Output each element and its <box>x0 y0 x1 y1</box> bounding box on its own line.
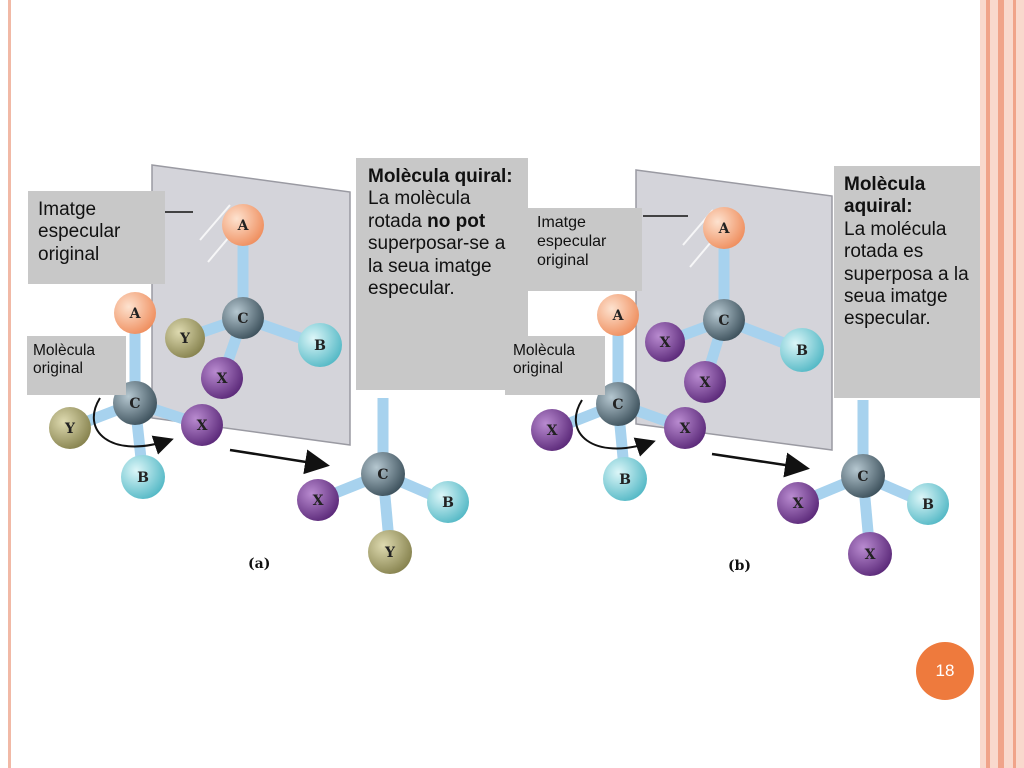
atom-label-b: B <box>922 497 934 513</box>
atom-label-c: C <box>612 397 623 413</box>
mirror-molecule-a <box>165 204 342 399</box>
left-border-line <box>8 0 11 768</box>
atom-label-y: Y <box>179 331 191 347</box>
atom-letters: A Y C B X A C Y X B C X B Y A X C B X A … <box>64 218 934 563</box>
achiral-title: Molècula aquiral: <box>844 174 926 218</box>
mirror-molecule-b <box>645 207 824 403</box>
atom-label-c: C <box>129 396 140 412</box>
atom-label-b: B <box>796 343 808 359</box>
atom-label-a: A <box>129 306 142 322</box>
atom-label-y: Y <box>64 421 76 437</box>
atom-label-x: X <box>660 335 671 351</box>
right-border-stripe <box>986 0 990 768</box>
atom-label-x: X <box>217 371 228 387</box>
chiral-text-2: superposar-se a la seua imatge especular… <box>368 233 506 300</box>
atom-label-x: X <box>700 375 711 391</box>
atom-label-x: X <box>547 423 558 439</box>
panel-a-label: (a) <box>248 556 270 572</box>
atom-label-y: Y <box>384 545 396 561</box>
mirror-image-label-a: Imatge especular original <box>28 191 165 284</box>
original-molecule-label-b: Molècula original <box>505 336 605 395</box>
chiral-title: Molècula quiral: <box>368 166 513 187</box>
atom-label-b: B <box>619 472 631 488</box>
atom-label-c: C <box>237 311 248 327</box>
atom-label-a: A <box>612 308 625 324</box>
panel-b: (b) <box>531 169 949 576</box>
original-molecule-a <box>49 292 223 499</box>
atom-label-a: A <box>718 221 731 237</box>
atom-label-x: X <box>793 496 804 512</box>
original-molecule-b <box>531 294 706 501</box>
chiral-molecule-note: Molècula quiral: La molècula rotada no p… <box>356 158 528 390</box>
chiral-text-1: La molècula rotada <box>368 188 471 232</box>
panel-b-label: (b) <box>728 558 751 574</box>
achiral-molecule-note: Molècula aquiral:La molécula rotada es s… <box>834 166 980 398</box>
atom-label-b: B <box>442 495 454 511</box>
chiral-emphasis: no pot <box>427 210 486 232</box>
mirror-image-label-b: Imatge especular original <box>527 208 642 291</box>
atom-label-c: C <box>718 313 729 329</box>
atom-label-x: X <box>680 421 691 437</box>
atom-label-b: B <box>314 338 326 354</box>
atom-label-c: C <box>857 469 868 485</box>
atom-label-b: B <box>137 470 149 486</box>
rotated-molecule-a <box>229 398 469 574</box>
rotated-molecule-b <box>711 400 949 576</box>
right-border-stripe <box>998 0 1004 768</box>
page-number-badge: 18 <box>916 642 974 700</box>
atom-label-x: X <box>197 418 208 434</box>
atom-label-c: C <box>377 467 388 483</box>
atom-label-x: X <box>313 493 324 509</box>
atom-label-a: A <box>237 218 250 234</box>
panel-a: (a) <box>49 164 469 574</box>
achiral-text: La molécula rotada es superposa a la seu… <box>844 218 969 330</box>
right-border-stripe <box>1013 0 1016 768</box>
atom-label-x: X <box>865 547 876 563</box>
original-molecule-label-a: Molècula original <box>27 336 126 395</box>
